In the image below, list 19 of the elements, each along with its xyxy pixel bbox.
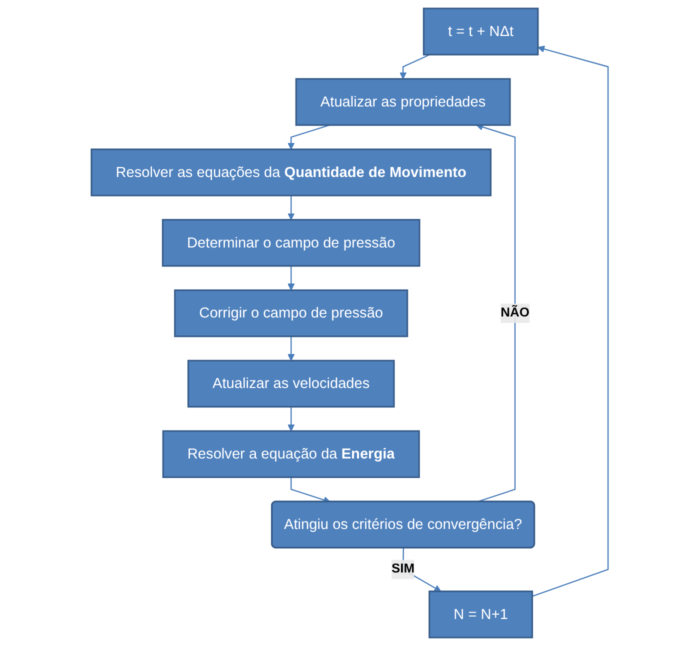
arrow bbox=[290, 477, 330, 504]
node-box: Atualizar as propriedades bbox=[295, 78, 510, 126]
node-box: Resolver as equações da Quantidade de Movimento bbox=[90, 148, 492, 196]
node-box: t = t + NΔt bbox=[422, 8, 538, 56]
node-box: Atualizar as velocidades bbox=[187, 360, 394, 408]
arrow bbox=[532, 46, 608, 597]
node-box: Determinar o campo de pressão bbox=[162, 218, 420, 267]
arrow bbox=[287, 195, 294, 220]
node-box: N = N+1 bbox=[428, 590, 533, 638]
arrow bbox=[287, 336, 294, 361]
edge-label: SIM bbox=[391, 562, 414, 576]
edge-label: NÃO bbox=[500, 306, 530, 320]
arrow bbox=[476, 124, 516, 502]
arrow bbox=[399, 54, 430, 80]
node-box: Corrigir o campo de pressão bbox=[174, 289, 408, 338]
arrow bbox=[287, 266, 294, 291]
arrow bbox=[287, 406, 294, 432]
node-box: Resolver a equação da Energia bbox=[162, 430, 420, 478]
arrow bbox=[287, 124, 330, 150]
